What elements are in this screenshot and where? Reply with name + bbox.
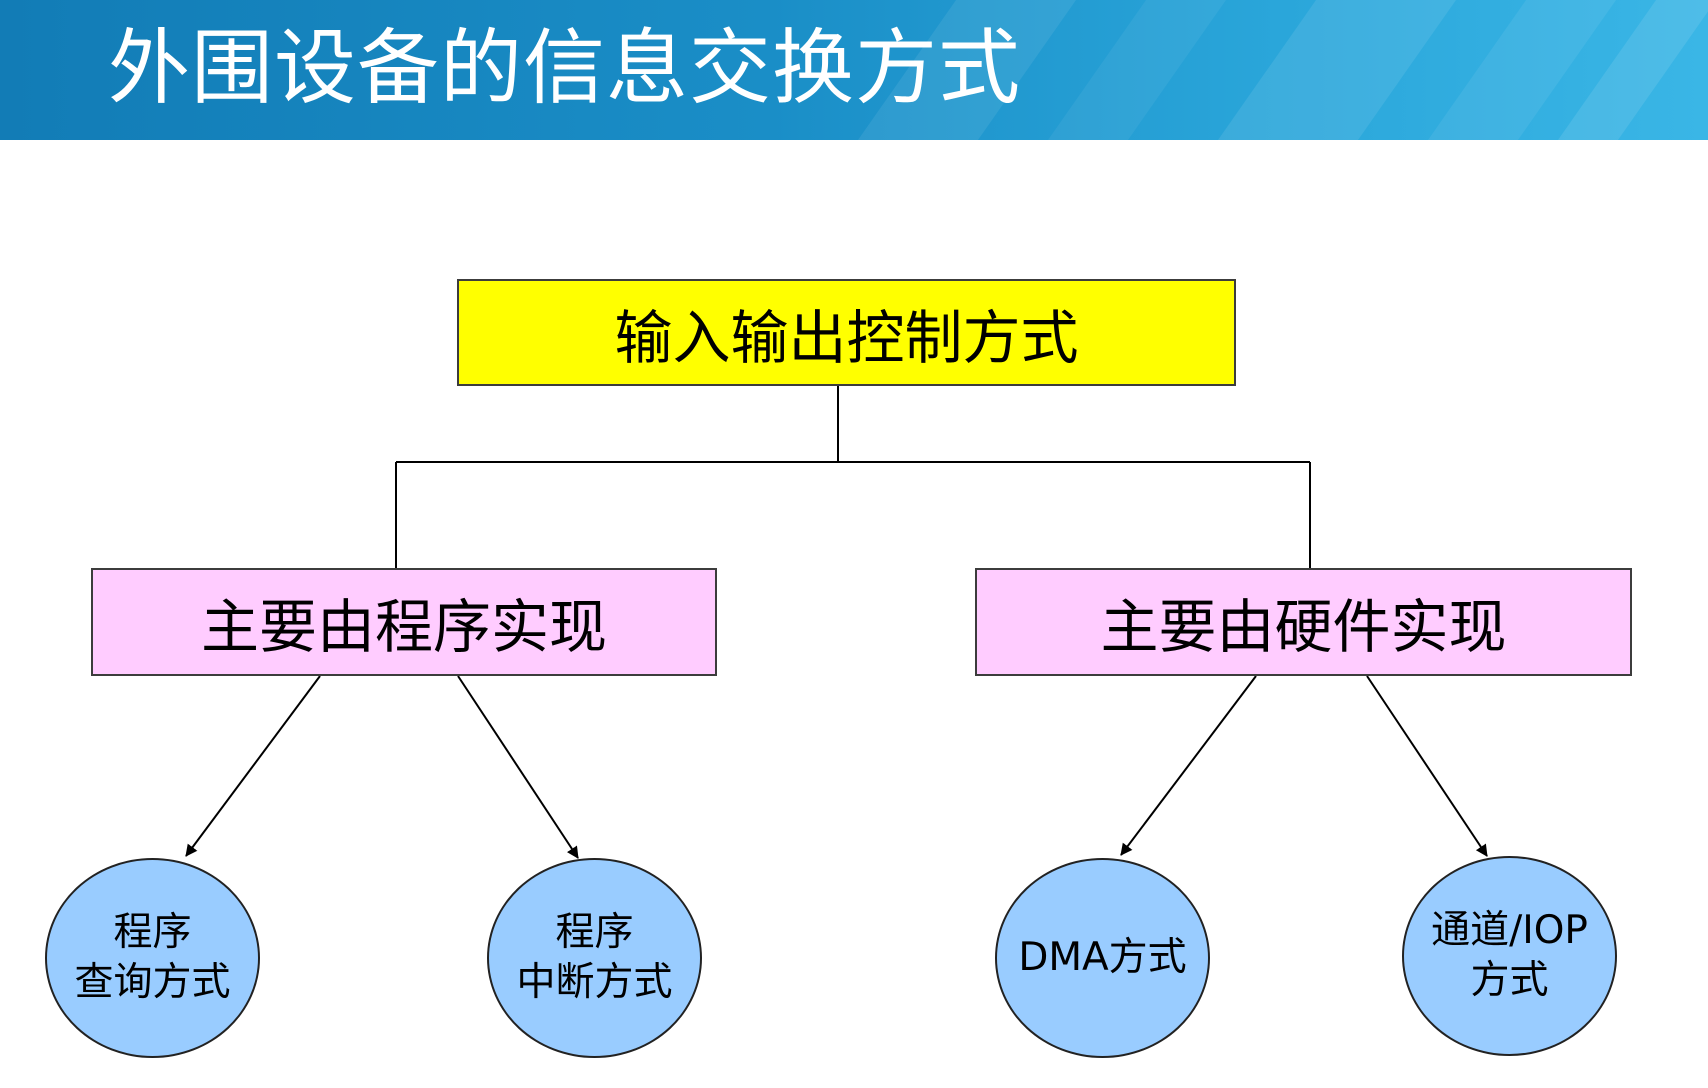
leaf-text-line: 方式 [1470, 958, 1549, 1003]
category-node-software: 主要由程序实现 [91, 568, 717, 676]
arrow-to-dma [1120, 675, 1257, 856]
arrow-to-polling [185, 675, 321, 857]
leaf-node-channel-iop: 通道/IOP 方式 [1402, 856, 1617, 1056]
leaf-text-line: 程序 [555, 910, 634, 955]
category-node-hardware: 主要由硬件实现 [975, 568, 1632, 676]
root-node-io-control-methods: 输入输出控制方式 [457, 279, 1236, 386]
leaf-text-line: 中断方式 [516, 960, 673, 1005]
arrow-to-channel-iop [1366, 675, 1488, 857]
title-bar: 外围设备的信息交换方式 [0, 0, 1708, 140]
leaf-node-program-interrupt: 程序 中断方式 [487, 858, 702, 1058]
slide-title: 外围设备的信息交换方式 [108, 21, 1022, 116]
leaf-node-dma: DMA方式 [995, 858, 1210, 1058]
leaf-text-line: DMA方式 [1018, 935, 1187, 980]
leaf-text-line: 通道/IOP [1431, 908, 1588, 953]
leaf-text-line: 程序 [113, 910, 192, 955]
leaf-node-program-polling: 程序 查询方式 [45, 858, 260, 1058]
leaf-text-line: 查询方式 [74, 960, 231, 1005]
arrow-to-interrupt [457, 675, 579, 859]
